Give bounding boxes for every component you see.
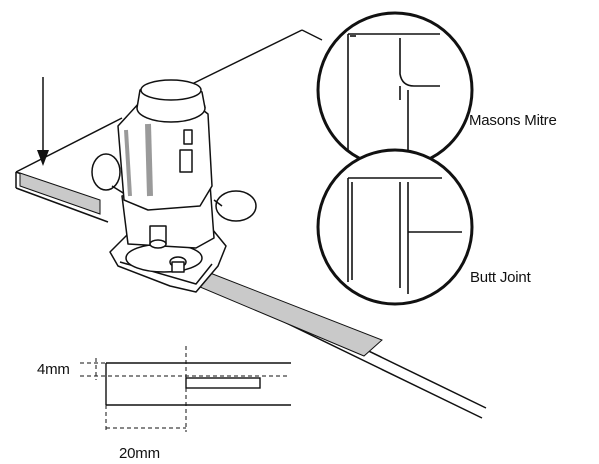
plunge-router-icon — [91, 79, 257, 293]
butt-joint-label: Butt Joint — [470, 269, 532, 286]
down-arrow-icon — [37, 77, 49, 166]
depth-dimension-label: 4mm — [37, 361, 70, 378]
masons-mitre-label: Masons Mitre — [469, 112, 557, 129]
groove-section-view — [80, 346, 291, 432]
leader-line — [301, 29, 323, 41]
butt-joint-detail — [316, 148, 474, 306]
width-dimension-label: 20mm — [119, 445, 160, 462]
masons-mitre-detail — [316, 11, 474, 169]
